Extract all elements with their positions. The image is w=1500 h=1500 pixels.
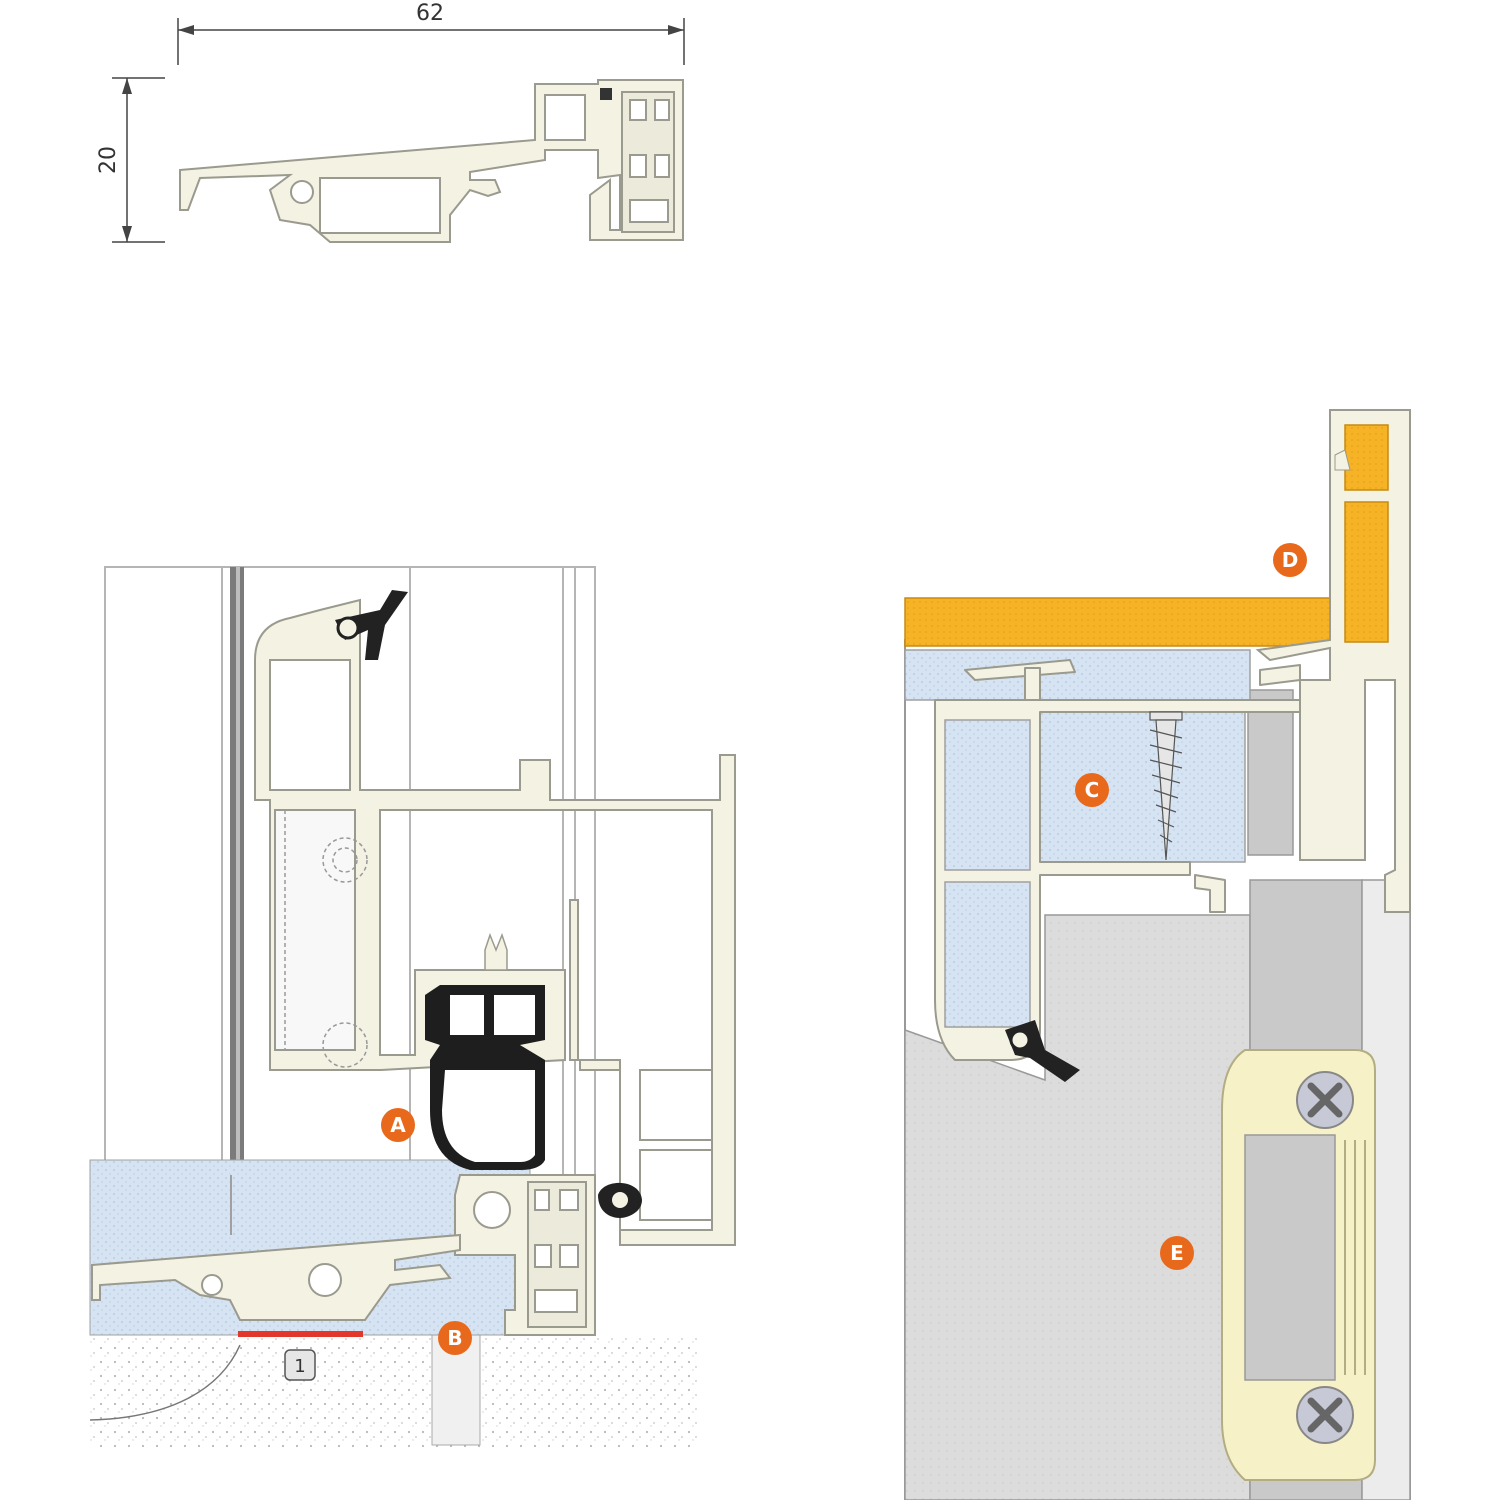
callout-e-marker bbox=[1160, 1236, 1194, 1270]
callout-a-marker bbox=[381, 1108, 415, 1142]
sloped-threshold bbox=[91, 1233, 461, 1321]
gasket-bulb-top bbox=[336, 616, 360, 640]
insulation-joint bbox=[230, 1175, 232, 1235]
door-glazing-highlight bbox=[236, 567, 240, 1177]
detail-number-box bbox=[284, 1349, 316, 1381]
detail-number: 1 bbox=[294, 1356, 305, 1377]
hinge-plate bbox=[1221, 1049, 1376, 1481]
callout-c: C bbox=[1085, 778, 1100, 802]
callout-b-marker bbox=[438, 1321, 472, 1355]
width-dimension-label: 62 bbox=[416, 1, 444, 26]
threshold-frame bbox=[454, 1174, 596, 1336]
threshold-profile-section: 62 20 bbox=[96, 1, 685, 243]
sash-gasket-bulb bbox=[1009, 1029, 1031, 1051]
callout-b: B bbox=[447, 1326, 462, 1350]
concrete-floor bbox=[90, 1335, 700, 1450]
door-threshold-detail: 1 A B bbox=[89, 566, 736, 1450]
height-dimension bbox=[112, 77, 165, 243]
height-dimension-label: 20 bbox=[96, 146, 121, 174]
gray-block-left bbox=[1247, 689, 1294, 856]
sash-profile bbox=[254, 598, 736, 1246]
sealant-strip bbox=[238, 1331, 363, 1337]
hinge-screw-top bbox=[1296, 1071, 1354, 1129]
wooden-sill bbox=[904, 597, 1331, 647]
threshold-profile bbox=[179, 79, 684, 243]
sash-top-gasket bbox=[335, 590, 408, 660]
fixing-screw bbox=[1149, 711, 1183, 861]
hidden-fixings bbox=[284, 810, 368, 1068]
profile-seal-dark bbox=[600, 88, 612, 100]
floor-transition-line bbox=[89, 1344, 241, 1421]
brush-seal-gasket bbox=[425, 932, 545, 1170]
wood-insert-bottom bbox=[1344, 501, 1389, 643]
callout-d: D bbox=[1282, 548, 1299, 572]
insert-notch bbox=[1334, 449, 1351, 471]
callout-e: E bbox=[1170, 1241, 1184, 1265]
hinge-side-detail: D C E bbox=[904, 409, 1411, 1500]
callout-c-marker bbox=[1075, 773, 1109, 807]
hinge-screw-bottom bbox=[1296, 1386, 1354, 1444]
callout-d-marker bbox=[1273, 543, 1307, 577]
wood-insert-top bbox=[1344, 424, 1389, 491]
chamber-lower bbox=[944, 881, 1031, 1028]
callout-a: A bbox=[390, 1113, 406, 1137]
chamber-upper bbox=[944, 719, 1031, 871]
frame-gasket-bulb bbox=[612, 1192, 628, 1208]
width-dimension bbox=[177, 18, 685, 65]
